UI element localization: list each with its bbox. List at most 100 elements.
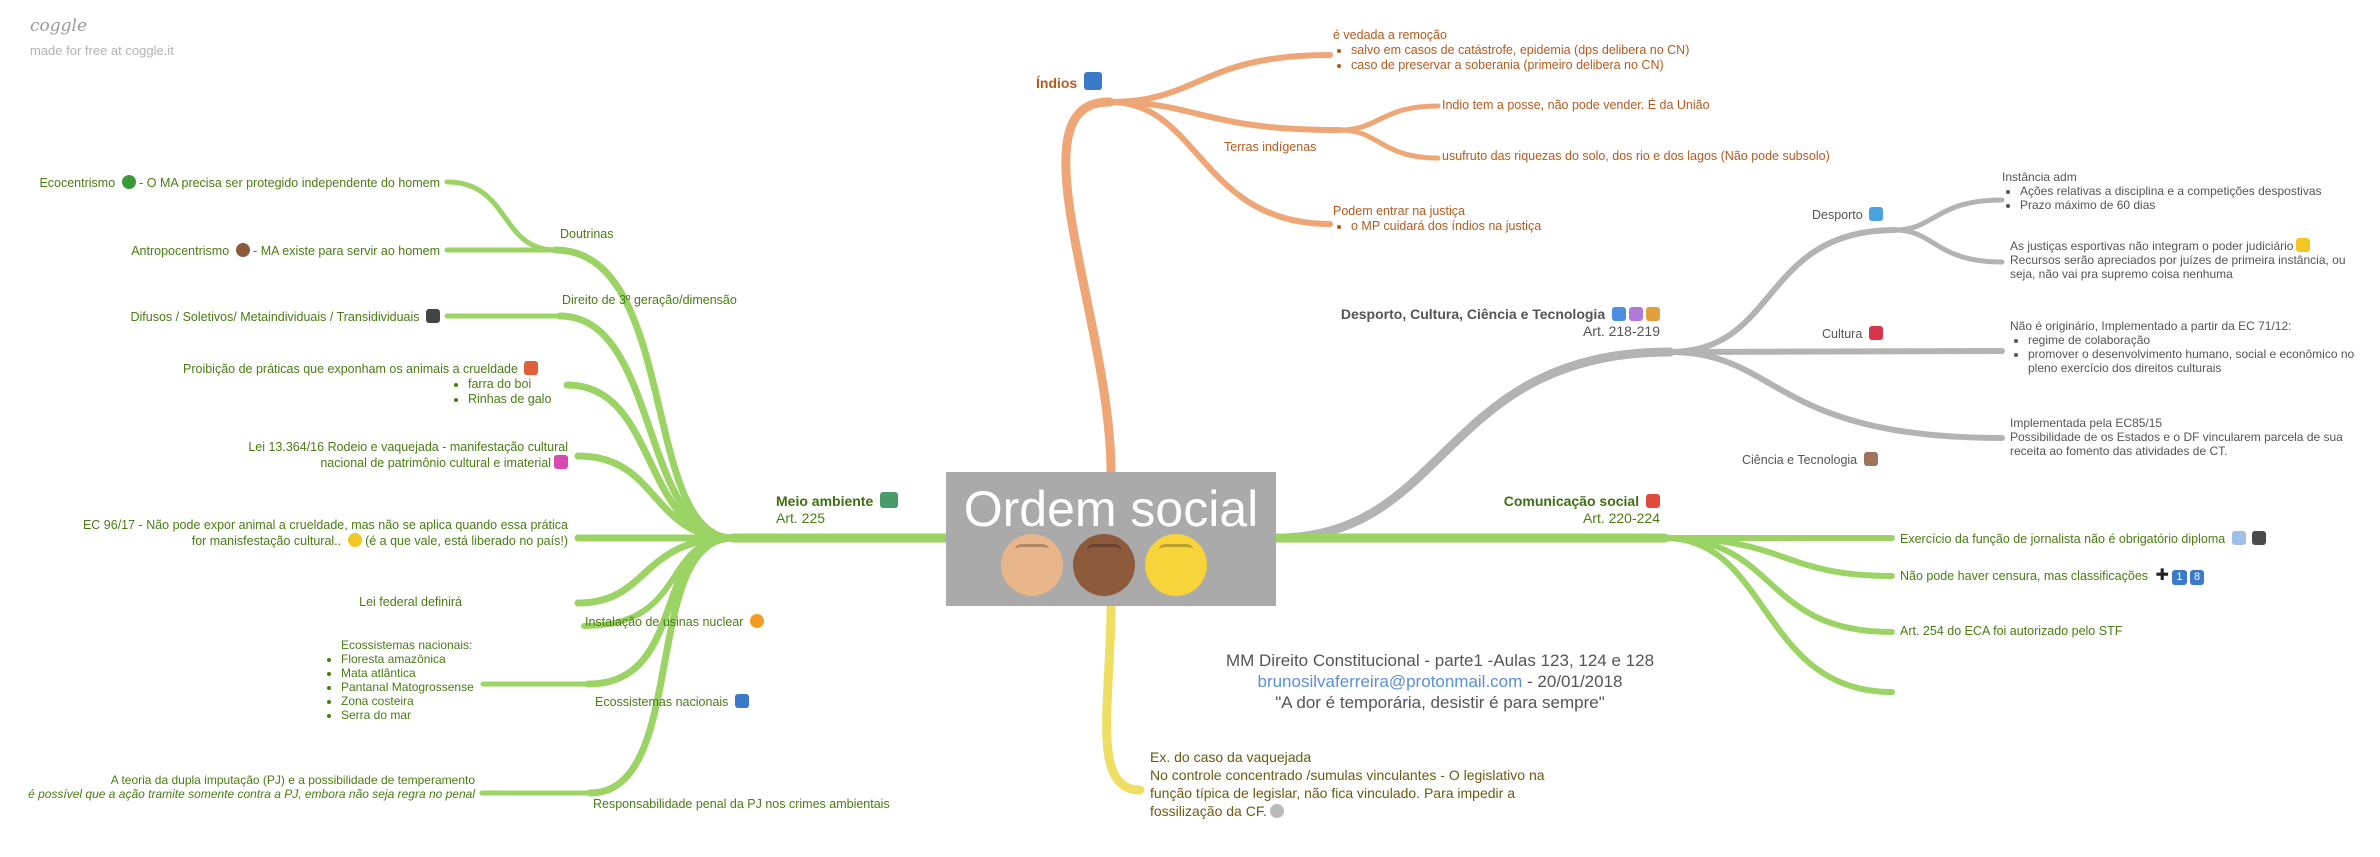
- doutrinas-node[interactable]: Doutrinas: [560, 227, 614, 241]
- difusos-node[interactable]: Difusos / Soletivos/ Metaindividuais / T…: [20, 309, 440, 325]
- cultura-text-node[interactable]: Não é originário, Implementado a partir …: [2010, 319, 2365, 375]
- cultura-item: promover o desenvolvimento humano, socia…: [2028, 347, 2365, 375]
- link-proibicao: [563, 381, 737, 542]
- ciencia-node[interactable]: Ciência e Tecnologia: [1742, 452, 1878, 468]
- meio-ambiente-title: Meio ambiente: [776, 493, 874, 509]
- proibicao-item: farra do boi: [468, 377, 551, 392]
- cultura-item: regime de colaboração: [2028, 333, 2365, 347]
- ec96-line2b: (é a que vale, está liberado no país!): [361, 534, 568, 548]
- vedada-item: salvo em casos de catástrofe, epidemia (…: [1351, 43, 1689, 58]
- terras-node[interactable]: Terras indígenas: [1224, 140, 1317, 154]
- direito3-node[interactable]: Direito de 3º geração/dimensão: [562, 293, 737, 307]
- comunicacao-node[interactable]: Comunicação social Art. 220-224: [1380, 492, 1660, 526]
- lei13364-node[interactable]: Lei 13.364/16 Rodeio e vaquejada - manif…: [120, 440, 568, 471]
- ec85-line1: Implementada pela EC85/15: [2010, 416, 2163, 430]
- ecossistemas-list-node[interactable]: Ecossistemas nacionais: Floresta amazôni…: [323, 638, 474, 722]
- antropocentrismo-node[interactable]: Antropocentrismo - MA existe para servir…: [20, 243, 440, 259]
- ecossistema-item: Zona costeira: [341, 694, 474, 708]
- raised-fists: [1001, 534, 1217, 601]
- link-lei13364: [574, 452, 737, 542]
- difusos-text: Difusos / Soletivos/ Metaindividuais / T…: [130, 310, 420, 324]
- censura-text: Não pode haver censura, mas classificaçõ…: [1900, 569, 2149, 583]
- desporto-label: Desporto: [1812, 208, 1863, 222]
- desporto-cultura-node[interactable]: Desporto, Cultura, Ciência e Tecnologia …: [1200, 305, 1660, 339]
- coggle-logo[interactable]: coggle: [30, 16, 88, 36]
- ec96-node[interactable]: EC 96/17 - Não pode expor animal a cruel…: [20, 518, 568, 549]
- landscape-icon: [880, 492, 899, 508]
- desporto-cultura-title: Desporto, Cultura, Ciência e Tecnologia: [1340, 306, 1606, 322]
- instancia-node[interactable]: Instância adm Ações relativas a discipli…: [2002, 170, 2322, 212]
- link-usinas: [581, 535, 736, 629]
- dancer-icon: [1868, 326, 1883, 340]
- usinas-node[interactable]: Instalação de usinas nuclear: [585, 614, 764, 630]
- warning-icon: [2296, 238, 2311, 252]
- info-quote: "A dor é temporária, desistir é para sem…: [1275, 693, 1605, 712]
- link-ciencia: [1667, 349, 2005, 441]
- antropocentrismo-text: - MA existe para servir ao homem: [249, 244, 440, 258]
- ec85-line2: Possibilidade de os Estados e o DF vincu…: [2010, 430, 2343, 444]
- link-vedada: [1107, 52, 1333, 105]
- made-for-free-link[interactable]: made for free at coggle.it: [30, 43, 174, 58]
- censura-node[interactable]: Não pode haver censura, mas classificaçõ…: [1900, 567, 2205, 585]
- ecocentrismo-node[interactable]: Ecocentrismo - O MA precisa ser protegid…: [20, 175, 440, 191]
- usinas-text: Instalação de usinas nuclear: [585, 615, 744, 629]
- justicas-line1: As justiças esportivas não integram o po…: [2010, 239, 2294, 253]
- yellow-line2: No controle concentrado /sumulas vincula…: [1150, 767, 1545, 783]
- dupla-node[interactable]: A teoria da dupla imputação (PJ) e a pos…: [10, 773, 475, 801]
- eca-node[interactable]: Art. 254 do ECA foi autorizado pelo STF: [1900, 624, 2123, 638]
- ec85-line3: receita ao fomento das atividades de CT.: [2010, 444, 2228, 458]
- vaquejada-node[interactable]: Ex. do caso da vaquejada No controle con…: [1150, 748, 1545, 820]
- diploma-icon: [2231, 531, 2246, 545]
- central-node-title: Ordem social: [963, 481, 1259, 537]
- central-node[interactable]: Ordem social: [946, 472, 1276, 606]
- email-link[interactable]: brunosilvaferreira@protonmail.com: [1257, 672, 1523, 691]
- responsabilidade-node[interactable]: Responsabilidade penal da PJ nos crimes …: [593, 797, 890, 811]
- vedada-text: é vedada a remoção: [1333, 28, 1447, 42]
- vedada-node[interactable]: é vedada a remoção salvo em casos de cat…: [1333, 28, 1689, 73]
- scientist-icon: [1863, 452, 1878, 466]
- indios-node[interactable]: Índios: [1036, 72, 1103, 93]
- desporto-node[interactable]: Desporto: [1812, 207, 1884, 223]
- link-responsabilidade: [586, 534, 737, 797]
- dupla-line2: é possível que a ação tramite somente co…: [28, 787, 475, 801]
- lei13364-line2: nacional de patrimônio cultural e imater…: [320, 456, 551, 470]
- posse-node[interactable]: Indio tem a posse, não pode vender. É da…: [1442, 98, 1710, 112]
- vedada-item: caso de preservar a soberania (primeiro …: [1351, 58, 1689, 73]
- person-in-tent-icon: [1084, 72, 1103, 90]
- instancia-text: Instância adm: [2002, 170, 2077, 184]
- party-popper-icon: [554, 455, 568, 469]
- telescope-icon: [1646, 307, 1660, 321]
- desporto-cultura-articles: Art. 218-219: [1582, 323, 1660, 339]
- proibicao-node[interactable]: Proibição de práticas que exponham os an…: [183, 361, 551, 407]
- justica-node[interactable]: Podem entrar na justiça o MP cuidará dos…: [1333, 204, 1541, 234]
- yellow-line4: fossilização da CF.: [1150, 803, 1267, 819]
- usufruto-node[interactable]: usufruto das riquezas do solo, dos rio e…: [1442, 149, 1830, 163]
- ec85-node[interactable]: Implementada pela EC85/15 Possibilidade …: [2010, 416, 2343, 458]
- raised-fist-yellow-icon: [1145, 534, 1207, 596]
- plus-icon: ✚: [2155, 567, 2169, 584]
- lei13364-line1: Lei 13.364/16 Rodeio e vaquejada - manif…: [248, 440, 568, 454]
- jornalista-node[interactable]: Exercício da função de jornalista não é …: [1900, 531, 2267, 547]
- yellow-line1: Ex. do caso da vaquejada: [1150, 749, 1312, 765]
- ecossistema-item: Serra do mar: [341, 708, 474, 722]
- justicas-node[interactable]: As justiças esportivas não integram o po…: [2010, 238, 2346, 281]
- ecossistema-item: Mata atlântica: [341, 666, 474, 680]
- keycap-badge: 1: [2172, 570, 2187, 585]
- ec96-line1: EC 96/17 - Não pode expor animal a cruel…: [82, 518, 568, 532]
- link-desporto: [1667, 227, 1898, 355]
- meio-ambiente-node[interactable]: Meio ambiente Art. 225: [776, 492, 899, 526]
- indios-title: Índios: [1036, 75, 1078, 91]
- meio-ambiente-articles: Art. 225: [776, 510, 826, 526]
- tree-icon: [121, 175, 136, 189]
- link-lei-federal: [574, 534, 737, 607]
- justicas-line2: Recursos serão apreciados por juízes de …: [2010, 253, 2346, 267]
- link-censura: [1662, 535, 1895, 579]
- instancia-item: Prazo máximo de 60 dias: [2020, 198, 2322, 212]
- mountain-icon: [734, 694, 749, 708]
- lei-federal-node[interactable]: Lei federal definirá: [359, 595, 462, 609]
- megaphone-icon: [1646, 494, 1660, 508]
- link-usufruto: [1337, 127, 1441, 161]
- cultura-node[interactable]: Cultura: [1822, 326, 1883, 342]
- ecossistemas-node[interactable]: Ecossistemas nacionais: [595, 694, 749, 710]
